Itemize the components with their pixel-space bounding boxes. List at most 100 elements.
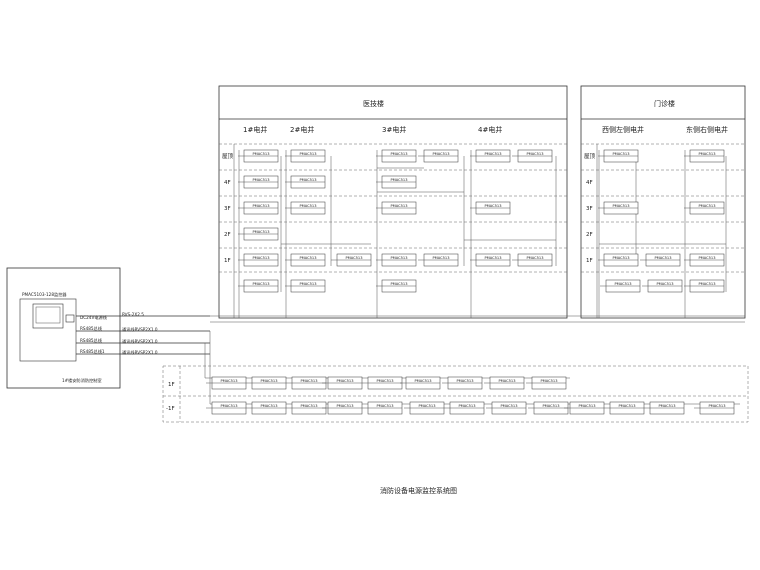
floor-label-b-3: 2F xyxy=(586,232,593,238)
basement-floor-b1: -1F xyxy=(166,406,175,412)
module-12: PMAC513 xyxy=(376,149,417,163)
module-model-label: PMAC513 xyxy=(542,404,559,408)
basement-frame xyxy=(162,365,749,423)
module-model-label: PMAC513 xyxy=(614,282,631,286)
module-19: PMAC513 xyxy=(470,149,511,163)
module-model-label: PMAC513 xyxy=(500,404,517,408)
shaft-label-2: 3#电井 xyxy=(382,125,406,134)
module-model-label: PMAC513 xyxy=(456,379,473,383)
module-model-label: PMAC513 xyxy=(708,404,725,408)
module-18: PMAC513 xyxy=(376,279,417,293)
floor-label-a-2: 3F xyxy=(224,206,231,212)
host-port-3: RS485总线1 xyxy=(80,348,105,354)
module-5: PMAC513 xyxy=(238,279,279,293)
module-model-label: PMAC513 xyxy=(336,404,353,408)
module-model-label: PMAC513 xyxy=(260,404,277,408)
shaft-label-3: 4#电井 xyxy=(478,125,502,134)
module-0: PMAC513 xyxy=(238,149,279,163)
module-27: PMAC513 xyxy=(640,253,681,267)
host-port-0: DC24V电源线 xyxy=(80,314,108,321)
module-40: PMAC513 xyxy=(442,376,483,390)
module-39: PMAC513 xyxy=(400,376,441,390)
module-model-label: PMAC513 xyxy=(252,256,269,260)
module-model-label: PMAC513 xyxy=(376,379,393,383)
module-38: PMAC513 xyxy=(362,376,403,390)
module-model-label: PMAC513 xyxy=(432,152,449,156)
module-model-label: PMAC513 xyxy=(414,379,431,383)
module-model-label: PMAC513 xyxy=(252,282,269,286)
module-44: PMAC513 xyxy=(246,401,287,415)
module-32: PMAC513 xyxy=(684,253,725,267)
module-49: PMAC513 xyxy=(444,401,485,415)
module-model-label: PMAC513 xyxy=(252,230,269,234)
module-3: PMAC513 xyxy=(238,227,279,241)
module-1: PMAC513 xyxy=(238,175,279,189)
module-model-label: PMAC513 xyxy=(526,256,543,260)
module-model-label: PMAC513 xyxy=(698,256,715,260)
building-frame-1 xyxy=(580,85,746,319)
module-36: PMAC513 xyxy=(286,376,327,390)
module-model-label: PMAC513 xyxy=(252,178,269,182)
module-31: PMAC513 xyxy=(684,201,725,215)
module-model-label: PMAC513 xyxy=(612,256,629,260)
module-37: PMAC513 xyxy=(322,376,363,390)
host-room-frame xyxy=(6,267,121,389)
module-model-label: PMAC513 xyxy=(698,204,715,208)
module-model-label: PMAC513 xyxy=(484,204,501,208)
module-51: PMAC513 xyxy=(528,401,569,415)
module-22: PMAC513 xyxy=(470,253,511,267)
module-model-label: PMAC513 xyxy=(654,256,671,260)
module-model-label: PMAC513 xyxy=(260,379,277,383)
module-model-label: PMAC513 xyxy=(656,282,673,286)
module-24: PMAC513 xyxy=(598,149,639,163)
module-model-label: PMAC513 xyxy=(300,379,317,383)
module-model-label: PMAC513 xyxy=(299,204,316,208)
module-43: PMAC513 xyxy=(206,401,247,415)
module-53: PMAC513 xyxy=(604,401,645,415)
module-33: PMAC513 xyxy=(684,279,725,293)
module-25: PMAC513 xyxy=(598,201,639,215)
module-model-label: PMAC513 xyxy=(376,404,393,408)
module-model-label: PMAC513 xyxy=(390,152,407,156)
shaft-label-5: 东侧右侧电井 xyxy=(686,125,728,134)
host-room: 1#楼安防消防控制室 xyxy=(62,377,102,384)
module-model-label: PMAC513 xyxy=(220,379,237,383)
module-10: PMAC513 xyxy=(285,279,326,293)
module-45: PMAC513 xyxy=(286,401,327,415)
module-model-label: PMAC513 xyxy=(418,404,435,408)
module-42: PMAC513 xyxy=(526,376,567,390)
floor-label-a-1: 4F xyxy=(224,180,231,186)
module-model-label: PMAC513 xyxy=(458,404,475,408)
module-model-label: PMAC513 xyxy=(484,152,501,156)
module-model-label: PMAC513 xyxy=(252,204,269,208)
module-35: PMAC513 xyxy=(246,376,287,390)
module-model-label: PMAC513 xyxy=(300,404,317,408)
module-model-label: PMAC513 xyxy=(698,282,715,286)
host-screen xyxy=(32,303,64,329)
module-model-label: PMAC513 xyxy=(299,256,316,260)
host-line-1: 通讯线RVSP2X1.0 xyxy=(122,326,158,333)
module-model-label: PMAC513 xyxy=(540,379,557,383)
floor-label-a-0: 屋顶 xyxy=(222,153,234,160)
labels: 医技楼 门诊楼 1#电井 2#电井 3#电井 4#电井 西侧左侧电井 东侧右侧电… xyxy=(22,99,728,495)
module-52: PMAC513 xyxy=(564,401,605,415)
module-11: PMAC513 xyxy=(331,253,372,267)
module-17: PMAC513 xyxy=(418,253,459,267)
module-2: PMAC513 xyxy=(238,201,279,215)
floor-label-b-2: 3F xyxy=(586,206,593,212)
module-54: PMAC513 xyxy=(644,401,685,415)
module-23: PMAC513 xyxy=(512,253,553,267)
shaft-label-4: 西侧左侧电井 xyxy=(602,125,644,134)
module-model-label: PMAC513 xyxy=(432,256,449,260)
module-55: PMAC513 xyxy=(694,401,735,415)
host-port-1: RS485总线 xyxy=(80,325,103,331)
module-model-label: PMAC513 xyxy=(299,282,316,286)
floor-grid xyxy=(219,143,745,318)
module-model-label: PMAC513 xyxy=(484,256,501,260)
module-model-label: PMAC513 xyxy=(390,178,407,182)
building-name-1: 门诊楼 xyxy=(654,99,675,108)
module-model-label: PMAC513 xyxy=(220,404,237,408)
module-model-label: PMAC513 xyxy=(498,379,515,383)
host-line-0: RVS-2X2.5 xyxy=(122,312,144,317)
host-screen-inner xyxy=(35,306,61,324)
